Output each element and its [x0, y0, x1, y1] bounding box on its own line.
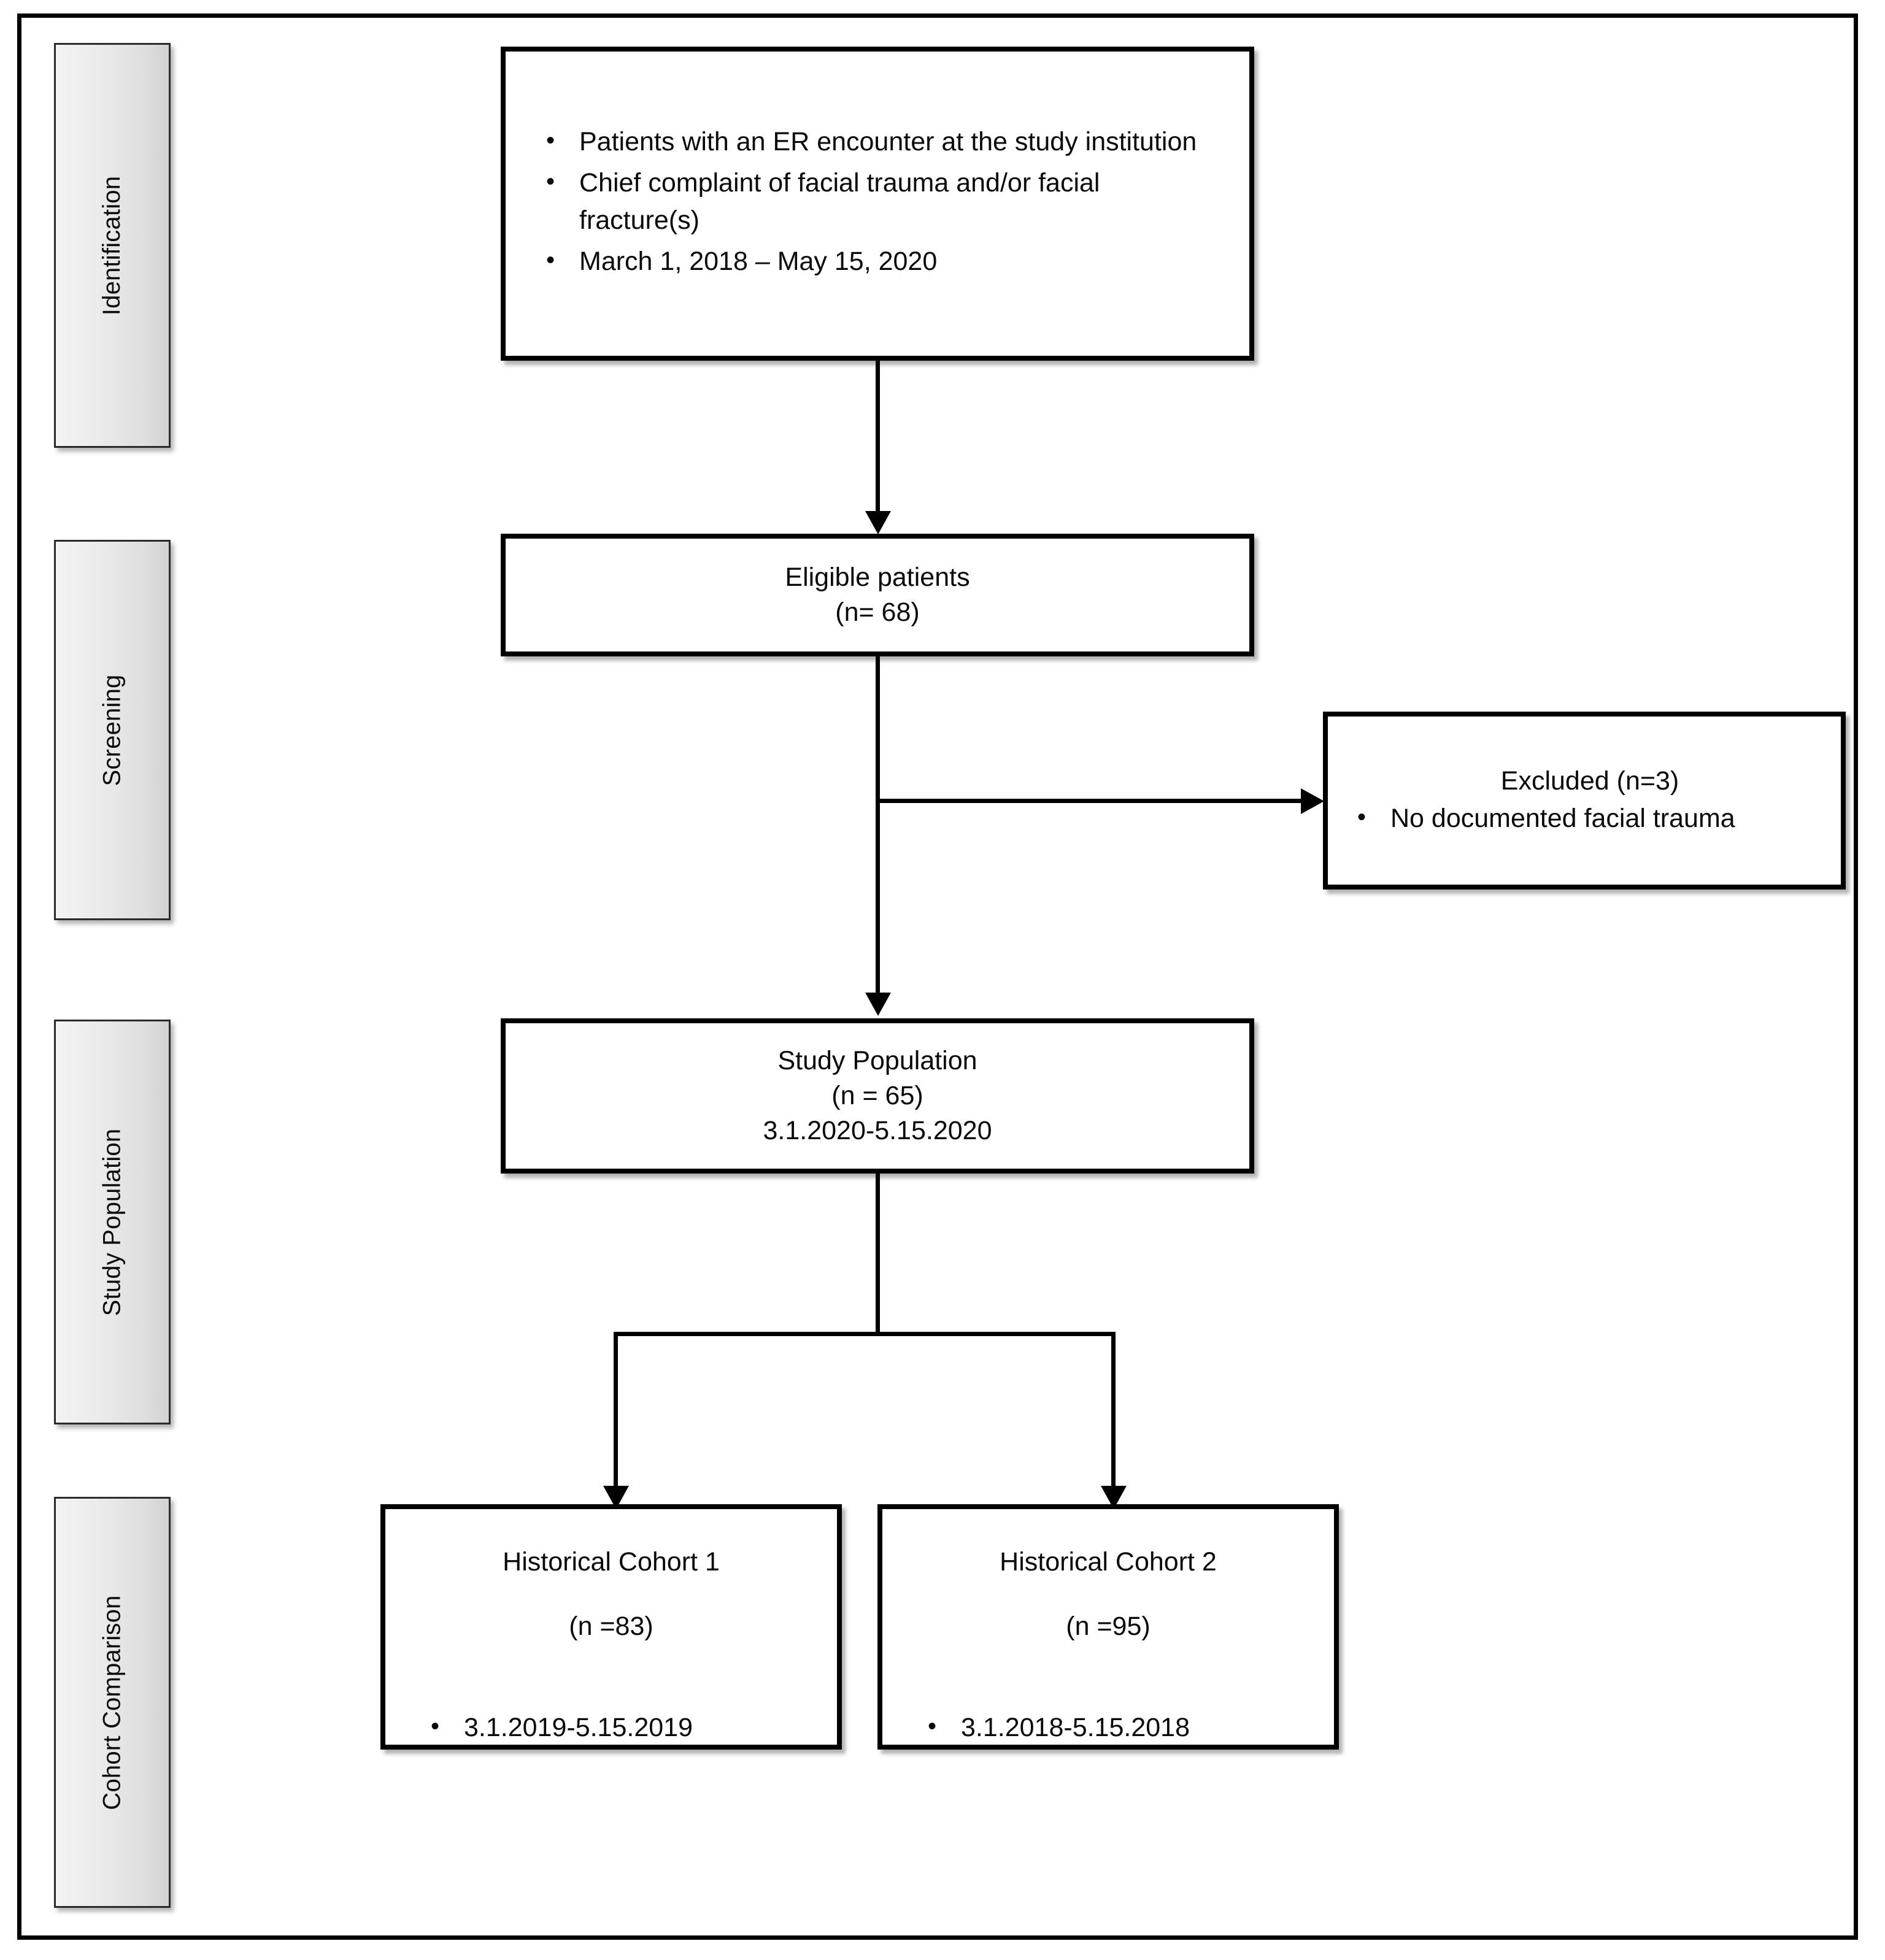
connector-identification-to-eligible — [876, 361, 880, 515]
cohort2-count: (n =95) — [1066, 1611, 1151, 1641]
excluded-title: Excluded (n=3) — [1500, 766, 1679, 796]
list-item: • No documented facial trauma — [1357, 800, 1822, 837]
study-population-dates: 3.1.2020-5.15.2020 — [763, 1115, 992, 1145]
bullet-icon: • — [431, 1712, 440, 1740]
bullet-icon: • — [546, 126, 555, 154]
bullet-icon: • — [1357, 803, 1367, 831]
study-population-count: (n = 65) — [831, 1081, 923, 1111]
bullet-text: Patients with an ER encounter at the stu… — [579, 126, 1197, 156]
connector-to-cohort2 — [1111, 1332, 1116, 1490]
connector-study-population-down — [876, 1174, 880, 1336]
bullet-text: No documented facial trauma — [1390, 803, 1735, 833]
cohort1-title: Historical Cohort 1 — [503, 1547, 720, 1577]
eligible-count: (n= 68) — [835, 598, 920, 627]
stage-bar-screening: Screening — [54, 540, 171, 920]
list-item: • Chief complaint of facial trauma and/o… — [546, 164, 1225, 239]
eligible-title: Eligible patients — [785, 563, 970, 593]
cohort2-dates: 3.1.2018-5.15.2018 — [961, 1712, 1190, 1742]
cohort1-dates: 3.1.2019-5.15.2019 — [464, 1712, 693, 1742]
list-item: • 3.1.2018-5.15.2018 — [898, 1709, 1318, 1747]
stage-label-cohort-comparison: Cohort Comparison — [98, 1594, 126, 1810]
stage-label-identification: Identification — [98, 175, 126, 315]
arrow-head-down-icon — [865, 993, 891, 1016]
cohort2-title: Historical Cohort 2 — [1000, 1547, 1217, 1577]
connector-split-bar — [614, 1332, 1116, 1336]
box-excluded: Excluded (n=3) • No documented facial tr… — [1323, 712, 1846, 890]
stage-bar-study-population: Study Population — [54, 1020, 171, 1424]
cohort1-count: (n =83) — [569, 1611, 653, 1641]
bullet-icon: • — [546, 247, 555, 274]
bullet-text: March 1, 2018 – May 15, 2020 — [579, 247, 938, 277]
connector-eligible-to-study-population — [876, 656, 880, 997]
study-population-title: Study Population — [777, 1046, 977, 1076]
box-historical-cohort-2: Historical Cohort 2 (n =95) • 3.1.2018-5… — [877, 1504, 1339, 1750]
arrow-head-down-icon — [865, 511, 891, 534]
bullet-text: Chief complaint of facial trauma and/or … — [579, 167, 1100, 235]
stage-bar-identification: Identification — [54, 43, 171, 448]
connector-to-excluded — [876, 799, 1305, 803]
stage-label-study-population: Study Population — [98, 1128, 126, 1316]
bullet-icon: • — [546, 167, 555, 195]
list-item: • 3.1.2019-5.15.2019 — [401, 1709, 821, 1747]
stage-label-screening: Screening — [98, 674, 126, 786]
box-eligible-patients: Eligible patients (n= 68) — [501, 534, 1254, 656]
arrow-head-right-icon — [1301, 788, 1324, 814]
stage-bar-cohort-comparison: Cohort Comparison — [54, 1497, 171, 1908]
connector-to-cohort1 — [614, 1332, 618, 1490]
list-item: • Patients with an ER encounter at the s… — [546, 123, 1225, 161]
bullet-icon: • — [928, 1712, 937, 1740]
box-historical-cohort-1: Historical Cohort 1 (n =83) • 3.1.2019-5… — [380, 1504, 842, 1750]
figure-frame — [17, 13, 1858, 1940]
box-study-population: Study Population (n = 65) 3.1.2020-5.15.… — [501, 1018, 1254, 1174]
box-identification-criteria: • Patients with an ER encounter at the s… — [501, 47, 1254, 361]
list-item: • March 1, 2018 – May 15, 2020 — [546, 243, 1225, 280]
